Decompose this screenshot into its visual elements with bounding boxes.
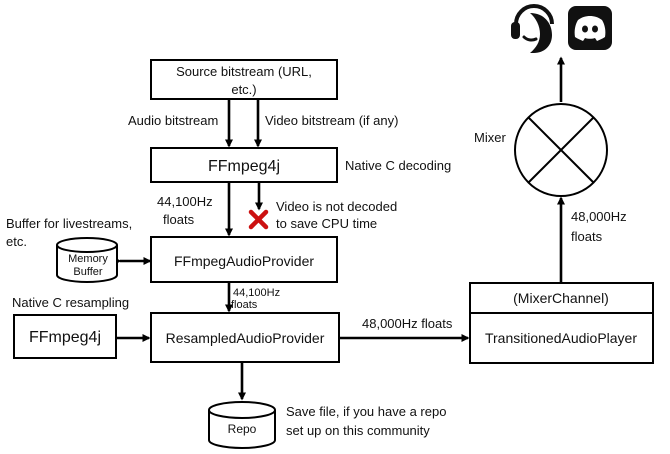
transitioned-audio-player-label: TransitionedAudioPlayer [485, 330, 637, 346]
repo-cylinder: Repo [208, 401, 276, 449]
resampled-audio-provider-label: ResampledAudioProvider [166, 330, 325, 346]
native-c-decoding-label: Native C decoding [345, 158, 451, 173]
mixer-label: Mixer [474, 130, 506, 145]
video-not-decoded-label-2: to save CPU time [276, 216, 377, 231]
floats-44100-label-2: floats [163, 212, 195, 227]
memory-buffer-label-2: Buffer [73, 266, 102, 278]
blocked-x-icon [248, 209, 269, 230]
connectors [110, 56, 565, 401]
source-bitstream-box [150, 59, 338, 100]
mixer-channel-box [469, 282, 654, 314]
teamspeak-icon [511, 4, 554, 53]
mixer-symbol [514, 103, 608, 197]
buffer-livestreams-label-1: Buffer for livestreams, [6, 216, 132, 231]
floats-48000-vertical-label-2: floats [571, 229, 603, 244]
repo-label: Repo [228, 422, 257, 436]
memory-buffer-cylinder: Memory Buffer [56, 237, 118, 283]
floats-44100-small-label-1: 44,100Hz [233, 287, 280, 299]
ffmpeg4j-decoder-box [150, 147, 338, 183]
source-bitstream-label-2: etc.) [231, 82, 256, 97]
source-bitstream-label-1: Source bitstream (URL, [176, 64, 312, 79]
mixer-channel-label: (MixerChannel) [513, 290, 609, 306]
ffmpeg-audio-provider-box [150, 236, 338, 283]
save-file-label-2: set up on this community [286, 423, 430, 438]
floats-48000-vertical-label-1: 48,000Hz [571, 209, 627, 224]
ffmpeg4j-decoder-label: FFmpeg4j [208, 158, 280, 175]
discord-icon [568, 6, 612, 50]
ffmpeg4j-resampler-box [13, 314, 117, 359]
ffmpeg-audio-provider-label: FFmpegAudioProvider [174, 253, 314, 269]
ffmpeg4j-resampler-label: FFmpeg4j [29, 329, 101, 346]
audio-bitstream-label: Audio bitstream [128, 113, 218, 128]
buffer-livestreams-label-2: etc. [6, 234, 27, 249]
floats-44100-small-label-2: floats [231, 299, 258, 311]
resampled-audio-provider-box [150, 312, 340, 363]
native-c-resampling-label: Native C resampling [12, 295, 129, 310]
video-bitstream-label: Video bitstream (if any) [265, 113, 398, 128]
floats-48000-horizontal-label: 48,000Hz floats [362, 316, 453, 331]
floats-44100-label-1: 44,100Hz [157, 194, 213, 209]
memory-buffer-label-1: Memory [68, 253, 108, 265]
video-not-decoded-label-1: Video is not decoded [276, 199, 397, 214]
save-file-label-1: Save file, if you have a repo [286, 404, 446, 419]
transitioned-audio-player-box [469, 312, 654, 364]
